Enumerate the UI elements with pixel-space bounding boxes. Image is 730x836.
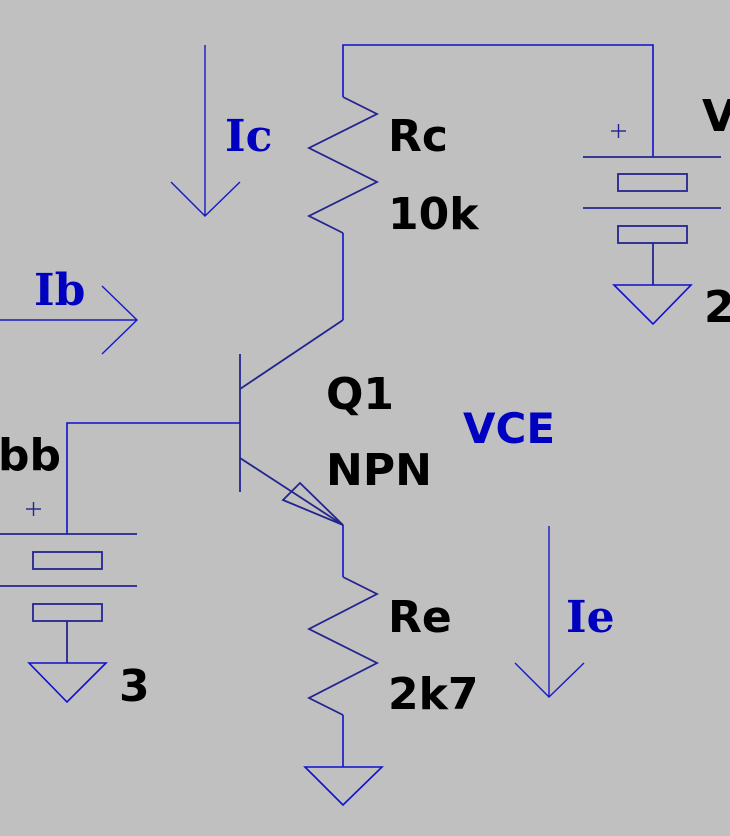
battery-cell: [32, 603, 103, 622]
ie-label: Ie: [566, 592, 615, 643]
rc-name-label: Rc: [388, 111, 448, 162]
emitter-arrow-icon: [281, 481, 344, 526]
ib-label: Ib: [34, 265, 85, 316]
q1-type-label: NPN: [326, 445, 432, 496]
battery-vcc[interactable]: [583, 124, 721, 285]
battery-vbb[interactable]: [0, 502, 137, 663]
transistor-collector: [239, 319, 344, 390]
resistor-rc[interactable]: [306, 96, 380, 234]
q1-name-label: Q1: [326, 369, 394, 420]
ground-icon: [27, 662, 108, 704]
wire-base: [66, 422, 240, 534]
battery-cell: [32, 551, 103, 570]
vcc-name-label: V: [702, 91, 730, 142]
ground-icon: [303, 766, 384, 807]
battery-cell: [617, 225, 688, 244]
re-value-label: 2k7: [388, 669, 479, 720]
ib-arrow-icon: [0, 285, 139, 355]
ic-arrow-icon: [170, 45, 241, 217]
wire-top: [342, 44, 654, 157]
vbb-value-label: 3: [119, 661, 150, 712]
battery-cell: [617, 173, 688, 192]
ic-label: Ic: [225, 111, 272, 162]
resistor-re[interactable]: [307, 576, 379, 716]
vbb-name-label: bb: [0, 430, 61, 481]
rc-value-label: 10k: [388, 189, 480, 240]
ground-icon: [612, 284, 693, 326]
vce-label: VCE: [463, 404, 555, 453]
vcc-value-label: 2: [704, 282, 730, 333]
re-name-label: Re: [388, 592, 452, 643]
ie-arrow-icon: [514, 526, 585, 698]
